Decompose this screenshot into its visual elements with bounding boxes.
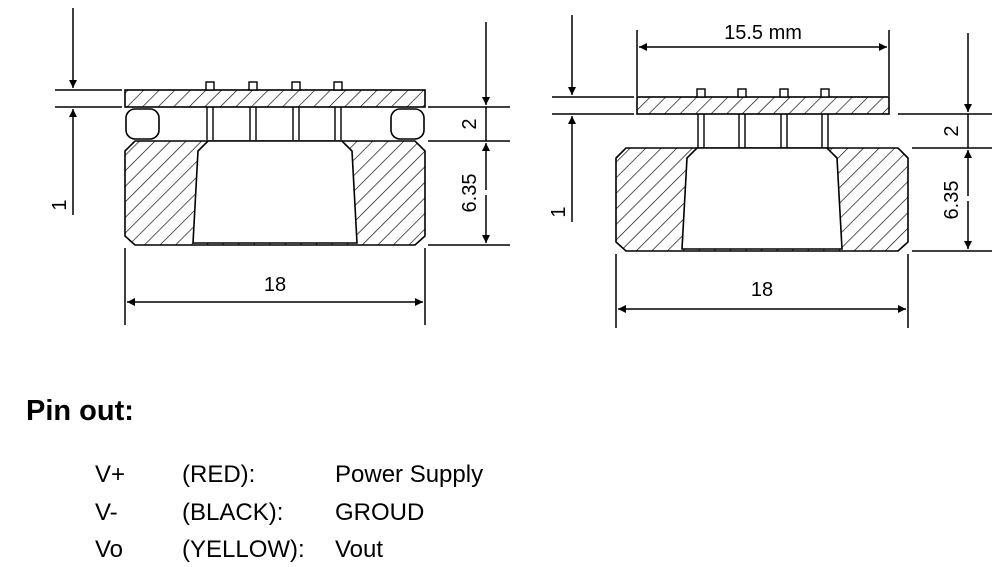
pin-name: V- (95, 499, 118, 526)
pin-function: GROUD (335, 499, 425, 526)
right-dim-top-label: 1 (548, 206, 570, 217)
pin-wire-color: (YELLOW): (182, 536, 305, 563)
right-dim-155-label: 15.5 mm (724, 22, 802, 44)
right-dim-18-label: 18 (751, 279, 773, 301)
right-view: 15.5 mm 1 (548, 15, 992, 328)
mechanical-drawing: 1 2 6.35 18 15.5 mm (49, 8, 992, 328)
pin-wire-color: (BLACK): (182, 499, 284, 526)
pin-function: Vout (335, 536, 384, 563)
pin-name: Vo (95, 536, 124, 563)
right-dim-635-label: 6.35 (941, 181, 963, 220)
left-dim-18-label: 18 (264, 274, 286, 296)
left-top-plate (124, 89, 426, 108)
left-dim-2-label: 2 (459, 118, 481, 129)
right-dim-width-top (636, 30, 890, 96)
right-dim-thickness (552, 15, 634, 222)
right-pins (696, 88, 830, 148)
right-cavity (681, 147, 843, 250)
pin-function: Power Supply (335, 461, 484, 488)
left-view: 1 2 6.35 18 (49, 8, 510, 325)
right-dim-width (615, 254, 909, 328)
right-dim-2-label: 2 (941, 125, 963, 136)
right-dim-right (898, 33, 992, 252)
left-dim-right (428, 22, 510, 246)
pin-name: V+ (95, 461, 126, 488)
left-dim-top-label: 1 (49, 199, 71, 210)
left-foot-left (125, 108, 160, 140)
left-pins (205, 81, 343, 140)
left-dim-width (124, 248, 426, 325)
left-cavity (192, 140, 358, 244)
pinout-title: Pin out: (26, 395, 134, 427)
left-foot-right (390, 108, 425, 140)
pin-wire-color: (RED): (182, 461, 256, 488)
right-top-plate (636, 96, 890, 115)
left-dim-thickness (55, 8, 122, 215)
left-dim-635-label: 6.35 (459, 174, 481, 213)
